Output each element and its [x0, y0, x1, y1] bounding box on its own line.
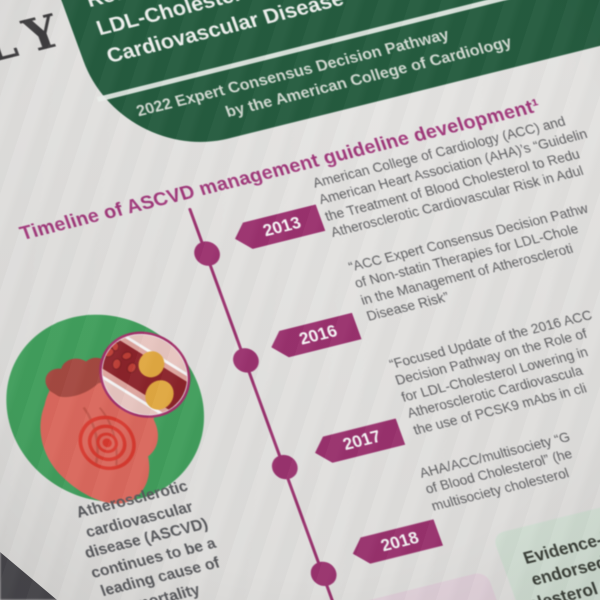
- year-badge-2017: 2017: [310, 418, 405, 466]
- year-badge-2016: 2016: [267, 313, 362, 361]
- ascvd-illustration: [6, 314, 204, 504]
- timeline-dot-2016: [229, 345, 263, 376]
- year-badge-2018: 2018: [348, 519, 443, 567]
- timeline-dot-2013: [190, 238, 224, 269]
- timeline-dot-2017: [268, 452, 302, 482]
- year-badge-2013: 2013: [230, 204, 325, 252]
- timeline-dot-2018: [307, 559, 341, 589]
- pain-rings-icon: [78, 415, 136, 470]
